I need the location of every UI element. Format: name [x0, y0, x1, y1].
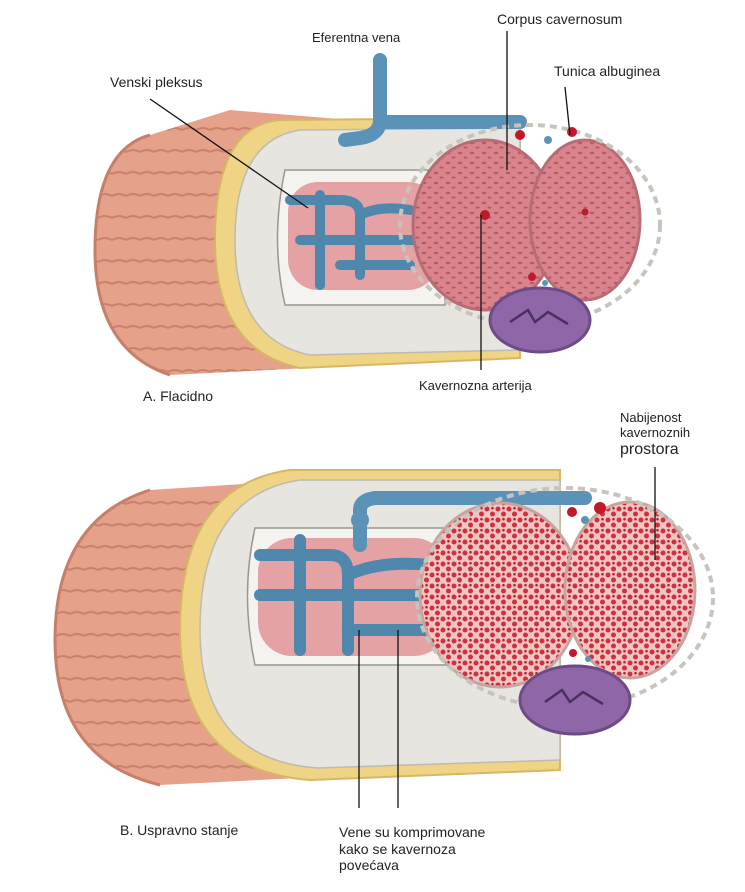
- flaccid-corpus-spongiosum: [490, 288, 590, 352]
- flaccid-section: [95, 60, 660, 375]
- label-nabijenost-line1: Nabijenost: [620, 410, 690, 425]
- label-vene-line2: kako se kavernoza: [339, 841, 485, 858]
- label-tunica-albuginea: Tunica albuginea: [554, 63, 660, 80]
- label-vene-group: Vene su komprimovane kako se kavernoza p…: [339, 824, 485, 874]
- label-nabijenost-group: Nabijenost kavernoznih prostora: [620, 410, 690, 460]
- erect-section: [55, 470, 713, 785]
- label-corpus-cavernosum: Corpus cavernosum: [497, 11, 622, 28]
- flaccid-corpus-cavernosum-right: [530, 140, 640, 300]
- label-flacidno: A. Flacidno: [143, 388, 213, 405]
- label-kavernozna-arterija: Kavernozna arterija: [419, 378, 532, 393]
- label-vene-line1: Vene su komprimovane: [339, 824, 485, 841]
- label-nabijenost-line2: kavernoznih: [620, 425, 690, 440]
- label-venski-pleksus: Venski pleksus: [110, 74, 203, 91]
- label-nabijenost-line3: prostora: [620, 441, 690, 460]
- label-vene-line3: povećava: [339, 857, 485, 874]
- erect-corpus-spongiosum: [520, 666, 630, 734]
- label-uspravno-stanje: B. Uspravno stanje: [120, 822, 238, 839]
- label-eferentna-vena: Eferentna vena: [312, 30, 400, 45]
- erect-corpus-cavernosum-right: [565, 502, 695, 678]
